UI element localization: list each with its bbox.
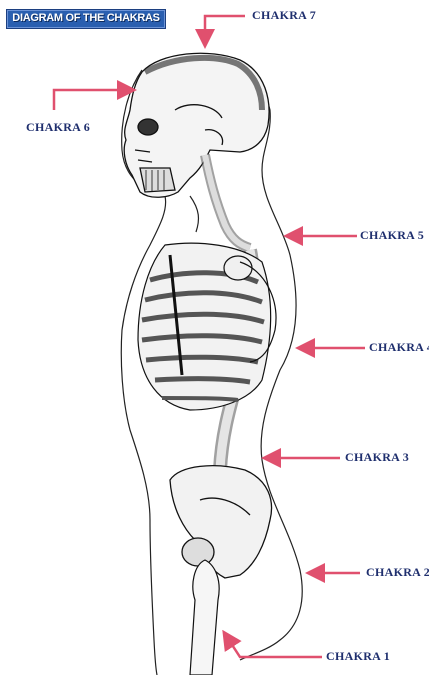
chakra-7-arrow: [205, 16, 245, 44]
skull-drawing: [124, 53, 269, 197]
chakra-4-label: CHAKRA 4: [369, 340, 429, 355]
chakra-7-label: CHAKRA 7: [252, 8, 316, 23]
chakra-2-label: CHAKRA 2: [366, 565, 429, 580]
pelvis-drawing: [170, 466, 272, 578]
chakra-6-label: CHAKRA 6: [26, 120, 90, 135]
chakra-3-label: CHAKRA 3: [345, 450, 409, 465]
chakra-1-arrow: [225, 634, 322, 657]
femur-drawing: [190, 560, 219, 675]
chakra-5-label: CHAKRA 5: [360, 228, 424, 243]
chakra-6-arrow: [54, 90, 132, 110]
chakra-1-label: CHAKRA 1: [326, 649, 390, 664]
